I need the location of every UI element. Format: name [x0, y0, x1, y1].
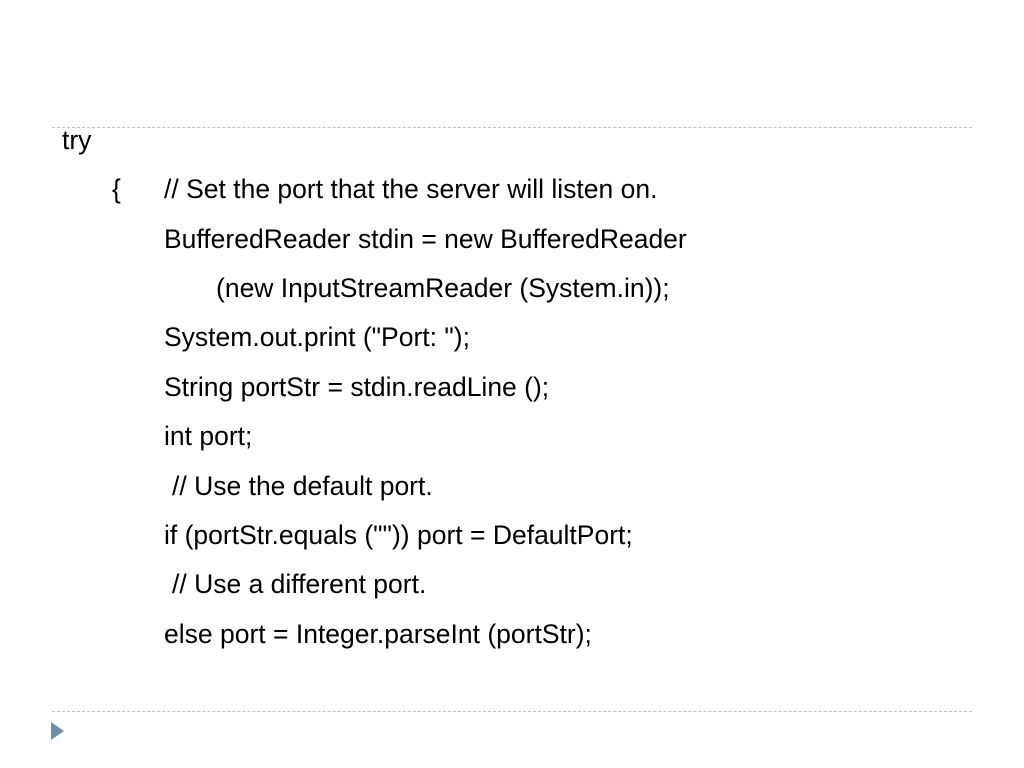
top-divider — [52, 127, 972, 128]
code-line-int-port: int port; — [164, 421, 253, 451]
code-line-buffered-reader: BufferedReader stdin = new BufferedReade… — [164, 224, 687, 254]
code-line-comment-default-port: // Use the default port. — [172, 471, 433, 501]
code-line-try: try — [62, 125, 92, 155]
bottom-divider — [52, 711, 972, 712]
code-line-read-line: String portStr = stdin.readLine (); — [164, 372, 550, 402]
triangle-right-icon[interactable] — [51, 722, 64, 740]
code-line-comment-different-port: // Use a different port. — [172, 569, 427, 599]
code-line-input-stream-reader: (new InputStreamReader (System.in)); — [216, 273, 670, 303]
code-line-if-equals: if (portStr.equals ("")) port = DefaultP… — [164, 520, 633, 550]
code-line-print-port: System.out.print ("Port: "); — [164, 322, 470, 352]
code-line-else-parse-int: else port = Integer.parseInt (portStr); — [164, 619, 592, 649]
code-line-open-brace: { — [112, 174, 121, 204]
code-line-comment-set-port: // Set the port that the server will lis… — [164, 174, 658, 204]
